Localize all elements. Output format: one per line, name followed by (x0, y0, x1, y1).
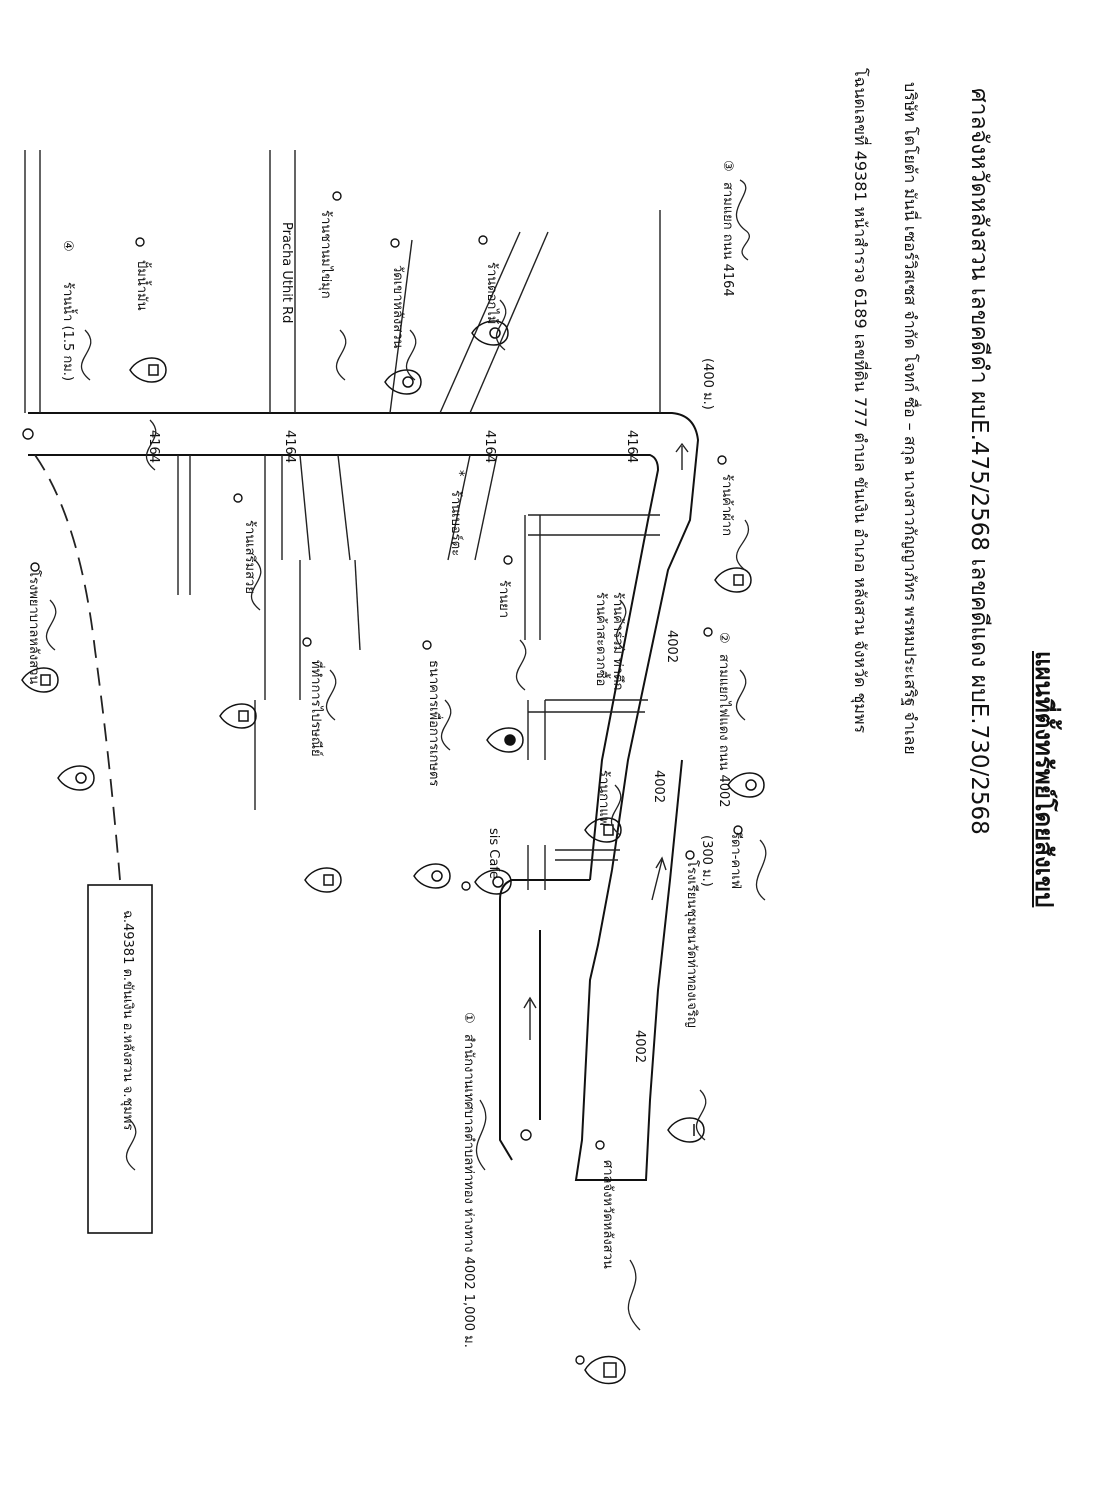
road-label-4164-a: 4164 (624, 430, 639, 463)
pin-icon (667, 1117, 705, 1143)
pin-icon (21, 667, 59, 693)
road-label-4002-b: 4002 (651, 770, 666, 803)
place-label-3: สามแยก ถนน 4164 (720, 182, 735, 297)
signature-scribbles (45, 179, 767, 1331)
place-label-2: สามแยกไฟแดง ถนน 4002 (716, 654, 732, 808)
place-label-court: ศาลจังหวัดหลังสวน (600, 1160, 615, 1269)
road-label-4002-a: 4002 (664, 630, 679, 663)
place-label-mart: ร้านค้าสะดวกซื้อ (593, 592, 611, 686)
place-number-2: ② (716, 632, 731, 644)
place-label-flower: ร้านดอกไม้ (484, 262, 500, 324)
place-label-cafe: รีดา-คาเฟ่ (728, 831, 744, 889)
pin-markers (21, 320, 765, 1385)
place-number-4: ④ (60, 240, 75, 252)
place-dist-3: (400 ม.) (700, 358, 715, 410)
place-label-tamnak: ร้านเบอร์ตะ (448, 490, 464, 556)
place-label-1: สำนักงานเทศบาลตำบลท่าทอง ห่างทาง 4002 1,… (461, 1034, 476, 1348)
road-4164 (28, 412, 700, 881)
place-label-temple: วัดเขาหลังสวน (390, 265, 405, 348)
arrow-icon (675, 442, 689, 470)
arrow-icon (523, 996, 537, 1040)
road-label-4164-d: 4164 (146, 430, 161, 463)
pin-icon (384, 369, 422, 395)
place-dist-2: (300 ม.) (699, 835, 714, 887)
place-labels: ③ สามแยก ถนน 4164 (400 ม.) ④ ร้านน้ำ (1.… (26, 160, 744, 1348)
place-label-4: ร้านน้ำ (1.5 กม.) (60, 282, 78, 381)
place-label-bar: ร้านกาแฟ (596, 770, 611, 826)
direction-arrows (523, 442, 689, 1040)
side-roads-right (177, 454, 660, 890)
place-label-salon: ร้านเสริมสวย (242, 520, 257, 594)
pin-icon (584, 817, 622, 843)
pin-icon (584, 1355, 626, 1385)
place-label-tea: ร้านชานมไข่มุก (318, 210, 334, 299)
place-label-gov: โรงพยาบาลหลังสวน (26, 570, 42, 684)
side-roads-left (24, 150, 661, 414)
pin-icon (304, 867, 342, 893)
place-number-1: ① (461, 1012, 476, 1024)
pin-icon (413, 863, 451, 889)
place-label-parcel: ที่ทำการไปรษณีย์ (308, 660, 325, 757)
place-label-school: โรงเรียนชุมชนวัดท่าทองเจริญ (684, 860, 700, 1028)
place-label-bank: ธนาคารเพื่อการเกษตร (426, 660, 443, 786)
pin-icon (471, 320, 509, 346)
road-label-4164-b: 4164 (482, 430, 497, 463)
place-number-3: ③ (720, 160, 735, 172)
dot-markers (22, 191, 743, 1365)
road-label-pracha: Pracha Uthit Rd (279, 222, 294, 323)
pin-icon (129, 357, 167, 383)
pin-icon (219, 703, 257, 729)
pin-icon (714, 567, 752, 593)
pin-icon (727, 772, 765, 798)
road-label-4002-c: 4002 (632, 1030, 647, 1063)
place-label-shop: ร้านค้าผ้าก (719, 474, 734, 536)
pin-icon (486, 727, 524, 753)
arrow-icon (651, 856, 667, 901)
place-label-siscafe: sis Cafe (486, 828, 501, 879)
property-box: ฉ.49381 ต.ขันเงิน อ.หลังสวน จ.ชุมพร (87, 884, 153, 1234)
pin-icon (57, 765, 95, 791)
place-label-star: * (451, 470, 466, 477)
dashed-path (34, 454, 121, 881)
pin-icon (474, 869, 512, 895)
place-label-pharm: ร้านยา (496, 580, 511, 618)
road-label-4164-c: 4164 (282, 430, 297, 463)
place-label-oil: ปั้มน้ำมัน (134, 260, 152, 311)
road-labels: 4164 4164 4164 4164 4002 4002 4002 Prach… (146, 222, 679, 1063)
property-label: ฉ.49381 ต.ขันเงิน อ.หลังสวน จ.ชุมพร (120, 910, 135, 1130)
